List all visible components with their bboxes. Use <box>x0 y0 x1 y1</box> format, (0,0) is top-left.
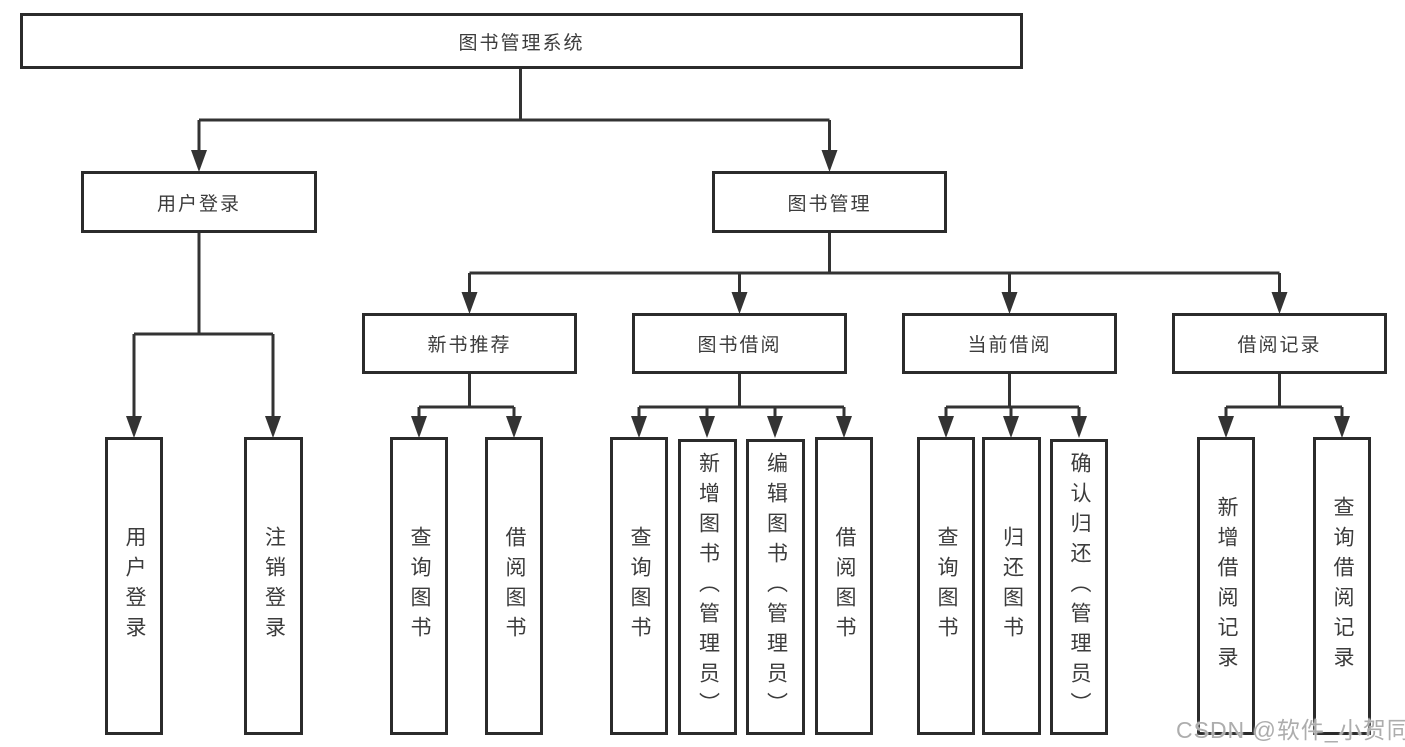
leaf-confirm-return-admin: 确认归还（管理员） <box>1050 439 1108 735</box>
arrowhead-icons <box>126 150 1350 438</box>
leaf-edit-books-admin: 编辑图书（管理员） <box>746 439 805 735</box>
node-borrow-records-label: 借阅记录 <box>1237 335 1322 356</box>
leaf-add-borrow-record-label: 新增借阅记录 <box>1215 496 1238 676</box>
leaf-logout-login-label: 注销登录 <box>262 526 286 646</box>
leaf-edit-books-admin-label: 编辑图书（管理员） <box>764 452 788 722</box>
leaf-query-books-current: 查询图书 <box>917 437 975 735</box>
leaf-user-login-label: 用户登录 <box>123 526 146 646</box>
node-current-borrow-label: 当前借阅 <box>967 335 1052 356</box>
leaf-query-books-borrow: 查询图书 <box>610 437 668 735</box>
watermark: CSDN @软件_小贺同学 <box>1176 717 1405 743</box>
leaf-add-borrow-record: 新增借阅记录 <box>1197 437 1255 735</box>
leaf-query-books-borrow-label: 查询图书 <box>628 526 651 646</box>
leaf-add-books-admin-label: 新增图书（管理员） <box>696 452 720 722</box>
node-new-book-recommend-label: 新书推荐 <box>427 335 512 356</box>
node-borrow-records: 借阅记录 <box>1172 313 1387 374</box>
node-root-label: 图书管理系统 <box>458 32 585 54</box>
node-current-borrow: 当前借阅 <box>902 313 1117 374</box>
leaf-query-borrow-record: 查询借阅记录 <box>1313 437 1371 735</box>
leaf-confirm-return-admin-label: 确认归还（管理员） <box>1068 452 1091 722</box>
node-user-login: 用户登录 <box>81 171 317 233</box>
node-root: 图书管理系统 <box>20 13 1023 69</box>
node-user-login-label: 用户登录 <box>156 193 241 215</box>
leaf-return-books: 归还图书 <box>982 437 1041 735</box>
leaf-query-books-recommend-label: 查询图书 <box>408 526 431 646</box>
leaf-borrow-books-label: 借阅图书 <box>833 526 856 646</box>
node-book-borrow: 图书借阅 <box>632 313 847 374</box>
leaf-query-borrow-record-label: 查询借阅记录 <box>1331 496 1354 676</box>
leaf-query-books-recommend: 查询图书 <box>390 437 448 735</box>
node-book-borrow-label: 图书借阅 <box>697 335 782 356</box>
leaf-user-login: 用户登录 <box>105 437 163 735</box>
node-new-book-recommend: 新书推荐 <box>362 313 577 374</box>
leaf-borrow-books: 借阅图书 <box>815 437 873 735</box>
node-book-management-label: 图书管理 <box>787 193 872 215</box>
leaf-logout-login: 注销登录 <box>244 437 303 735</box>
leaf-query-books-current-label: 查询图书 <box>935 526 958 646</box>
leaf-return-books-label: 归还图书 <box>1000 526 1024 646</box>
node-book-management: 图书管理 <box>712 171 947 233</box>
leaf-borrow-books-recommend-label: 借阅图书 <box>503 526 526 646</box>
leaf-add-books-admin: 新增图书（管理员） <box>678 439 737 735</box>
leaf-borrow-books-recommend: 借阅图书 <box>485 437 543 735</box>
